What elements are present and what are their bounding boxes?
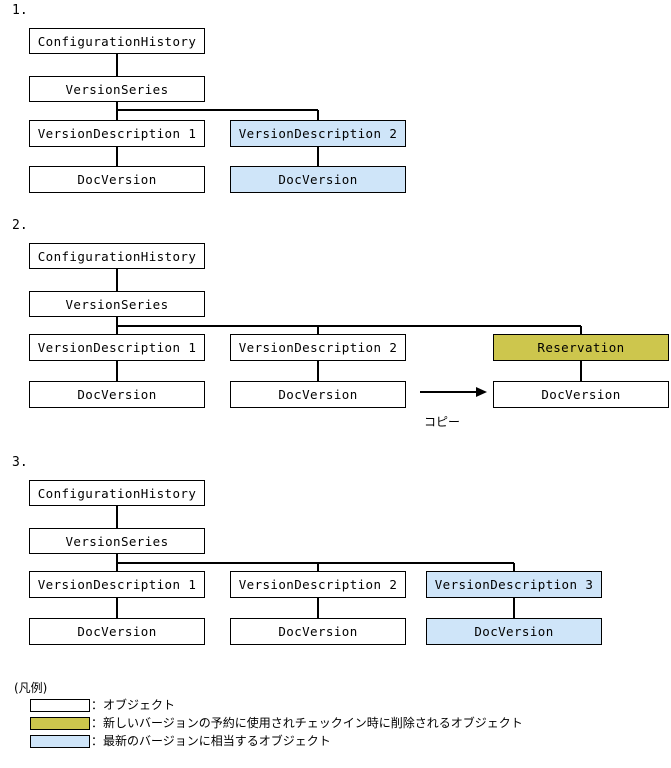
node-label: VersionDescription 1 — [37, 577, 197, 592]
legend-label: ：オブジェクト — [91, 698, 176, 712]
connector-vertical — [513, 563, 515, 571]
connector-horizontal — [117, 562, 514, 564]
legend-swatch-latest — [30, 735, 90, 748]
legend-row-1: ：オブジェクト — [30, 699, 175, 712]
node-s1-doc2[interactable]: DocVersion — [230, 166, 406, 193]
legend-row-3: ：最新のバージョンに相当するオブジェクト — [30, 735, 331, 748]
node-s3-vd3[interactable]: VersionDescription 3 — [426, 571, 602, 598]
connector-vertical — [116, 147, 118, 166]
node-s2-config[interactable]: ConfigurationHistory — [29, 243, 205, 269]
node-label: VersionSeries — [65, 296, 169, 312]
node-label: DocVersion — [278, 172, 358, 187]
legend-swatch-plain — [30, 699, 90, 712]
connector-horizontal — [117, 109, 318, 111]
node-label: ConfigurationHistory — [37, 33, 197, 49]
legend-label: ：最新のバージョンに相当するオブジェクト — [91, 734, 331, 748]
connector-vertical — [116, 317, 118, 334]
node-label: VersionDescription 2 — [238, 126, 398, 141]
connector-vertical — [116, 102, 118, 120]
connector-vertical — [116, 361, 118, 381]
section-number-3: 3. — [12, 455, 28, 470]
connector-horizontal — [117, 325, 581, 327]
legend-label: ：新しいバージョンの予約に使用されチェックイン時に削除されるオブジェクト — [91, 716, 523, 730]
legend-swatch-reservation — [30, 717, 90, 730]
node-s1-series[interactable]: VersionSeries — [29, 76, 205, 102]
connector-vertical — [116, 554, 118, 571]
node-s2-series[interactable]: VersionSeries — [29, 291, 205, 317]
node-label: DocVersion — [278, 387, 358, 402]
connector-vertical — [317, 598, 319, 618]
node-s2-doc3[interactable]: DocVersion — [493, 381, 669, 408]
section-number-2: 2. — [12, 218, 28, 233]
node-s3-vd1[interactable]: VersionDescription 1 — [29, 571, 205, 598]
connector-vertical — [116, 269, 118, 291]
connector-vertical — [116, 54, 118, 76]
node-label: ConfigurationHistory — [37, 248, 197, 264]
node-label: ConfigurationHistory — [37, 485, 197, 501]
node-label: DocVersion — [77, 387, 157, 402]
node-s1-config[interactable]: ConfigurationHistory — [29, 28, 205, 54]
node-label: DocVersion — [278, 624, 358, 639]
node-s2-vd2[interactable]: VersionDescription 2 — [230, 334, 406, 361]
node-s3-doc3[interactable]: DocVersion — [426, 618, 602, 645]
node-s1-vd2[interactable]: VersionDescription 2 — [230, 120, 406, 147]
node-label: VersionDescription 1 — [37, 126, 197, 141]
node-s1-vd1[interactable]: VersionDescription 1 — [29, 120, 205, 147]
node-label: Reservation — [537, 340, 625, 355]
node-s2-vd1[interactable]: VersionDescription 1 — [29, 334, 205, 361]
section-number-1: 1. — [12, 3, 28, 18]
node-s3-config[interactable]: ConfigurationHistory — [29, 480, 205, 506]
node-s3-vd2[interactable]: VersionDescription 2 — [230, 571, 406, 598]
copy-arrow-head — [476, 387, 487, 397]
node-s3-doc1[interactable]: DocVersion — [29, 618, 205, 645]
legend-row-2: ：新しいバージョンの予約に使用されチェックイン時に削除されるオブジェクト — [30, 717, 523, 730]
connector-vertical — [513, 598, 515, 618]
node-s3-series[interactable]: VersionSeries — [29, 528, 205, 554]
node-label: DocVersion — [77, 172, 157, 187]
node-label: VersionDescription 1 — [37, 340, 197, 355]
connector-vertical — [317, 110, 319, 120]
copy-arrow-label: コピー — [424, 415, 461, 429]
connector-vertical — [317, 326, 319, 334]
node-s2-doc2[interactable]: DocVersion — [230, 381, 406, 408]
connector-vertical — [116, 598, 118, 618]
node-label: DocVersion — [474, 624, 554, 639]
node-label: VersionDescription 3 — [434, 577, 594, 592]
node-s1-doc1[interactable]: DocVersion — [29, 166, 205, 193]
node-label: DocVersion — [541, 387, 621, 402]
connector-vertical — [116, 506, 118, 528]
connector-vertical — [317, 361, 319, 381]
node-label: VersionSeries — [65, 533, 169, 549]
node-label: VersionDescription 2 — [238, 340, 398, 355]
connector-vertical — [317, 563, 319, 571]
copy-arrow-shaft — [420, 391, 478, 393]
node-s2-doc1[interactable]: DocVersion — [29, 381, 205, 408]
connector-vertical — [317, 147, 319, 166]
node-label: DocVersion — [77, 624, 157, 639]
node-label: VersionSeries — [65, 81, 169, 97]
node-label: VersionDescription 2 — [238, 577, 398, 592]
connector-vertical — [580, 326, 582, 334]
legend-title: (凡例) — [14, 681, 48, 695]
node-s2-res[interactable]: Reservation — [493, 334, 669, 361]
node-s3-doc2[interactable]: DocVersion — [230, 618, 406, 645]
connector-vertical — [580, 361, 582, 381]
